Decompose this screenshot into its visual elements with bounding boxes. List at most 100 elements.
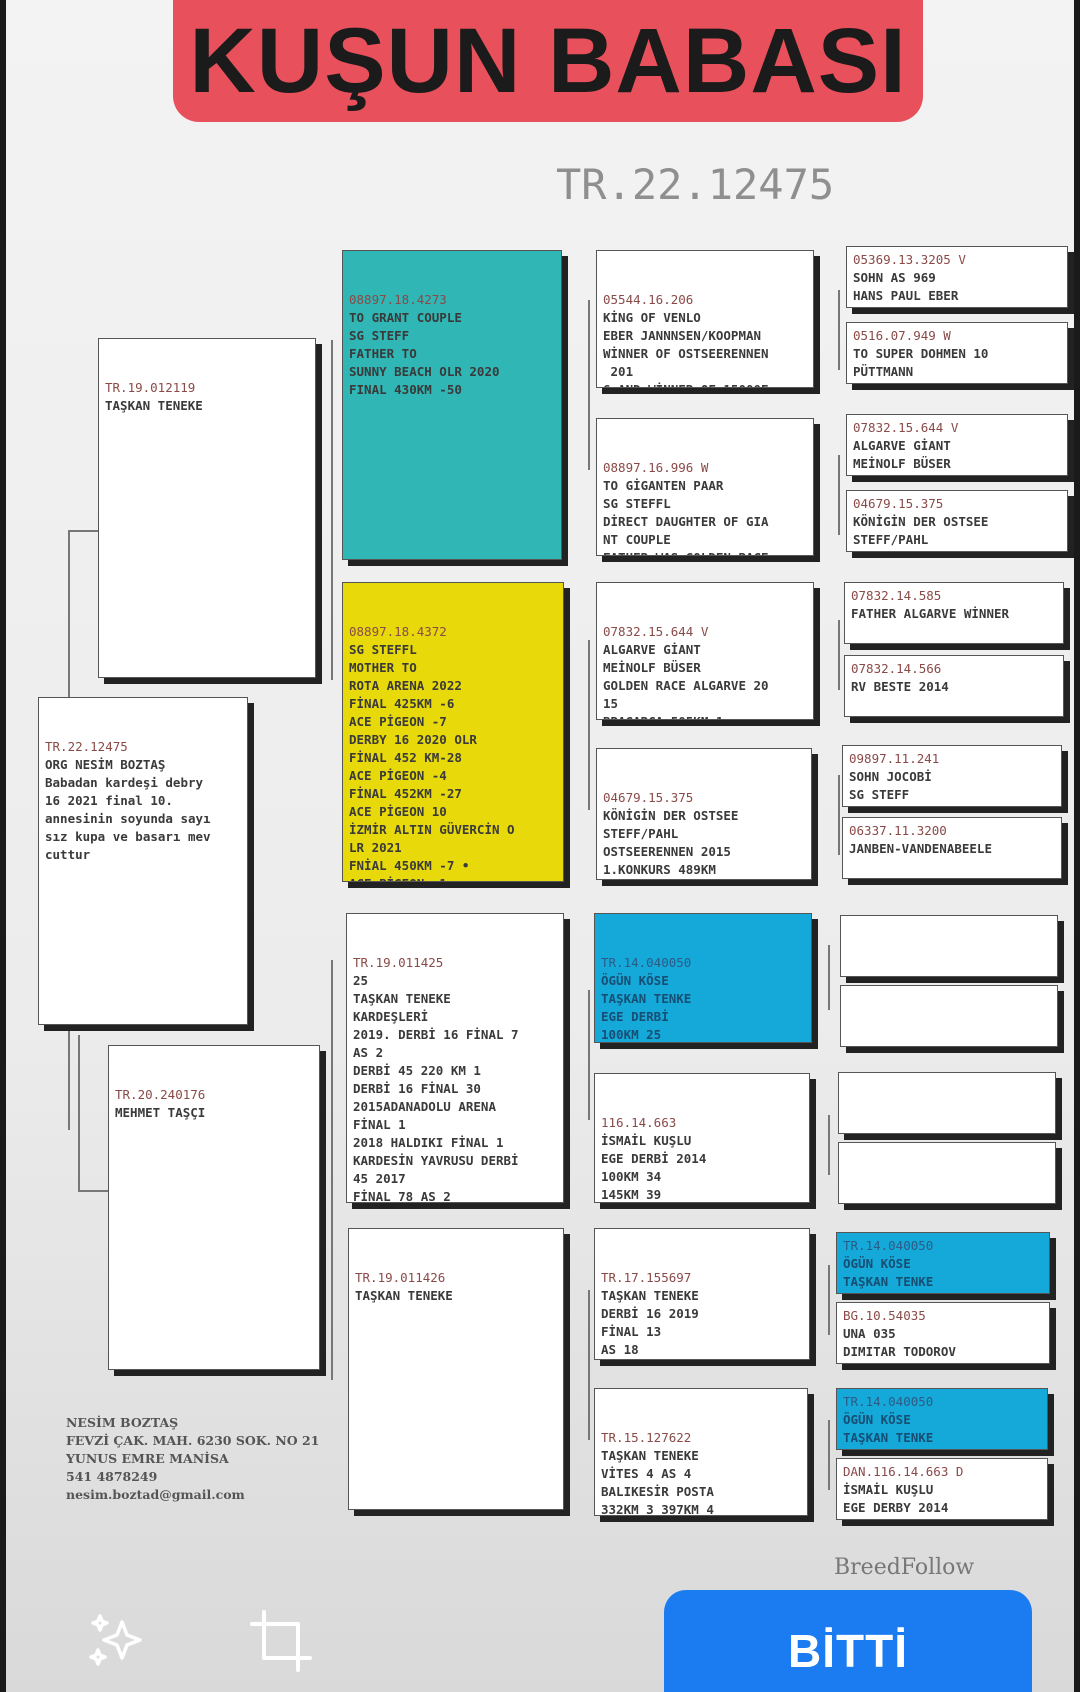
card-notes: TAŞKAN TENEKE <box>355 1288 453 1303</box>
dam-sire-card: TR.19.011425 25 TAŞKAN TENEKE KARDEŞLERİ … <box>346 913 564 1203</box>
gen4-card: 05369.13.3205 V SOHN AS 969 HANS PAUL EBE… <box>846 246 1068 308</box>
connector-line <box>588 300 590 470</box>
gen3-card: 07832.15.644 V ALGARVE GİANT MEİNOLF BÜSE… <box>596 582 814 720</box>
ring-number: TR.15.127622 <box>601 1430 692 1445</box>
sparkles-icon[interactable] <box>86 1608 152 1674</box>
ring-number: 06337.11.3200 <box>849 823 947 838</box>
connector-line <box>828 1115 830 1175</box>
ring-number: 0516.07.949 W <box>853 328 951 343</box>
card-notes: TAŞKAN TENEKE VİTES 4 AS 4 BALIKESİR POS… <box>601 1448 714 1516</box>
card-notes: ÖGÜN KÖSE TAŞKAN TENKE EGE DERBİ 100KM 2… <box>601 973 692 1042</box>
ring-number: 05544.16.206 <box>603 292 694 307</box>
card-notes: JANBEN-VANDENABEELE <box>849 841 992 856</box>
ring-number: BG.10.54035 <box>843 1308 926 1323</box>
connector-line <box>828 1265 830 1335</box>
connector-line <box>838 775 840 855</box>
card-notes: TO GİGANTEN PAAR SG STEFFL DİRECT DAUGHT… <box>603 478 769 555</box>
crop-icon[interactable] <box>248 1608 314 1674</box>
ring-number: TR.22.12475 <box>45 739 128 754</box>
card-notes: KÖNİGİN DER OSTSEE STEFF/PAHL <box>853 514 989 547</box>
card-notes: ALGARVE GİANT MEİNOLF BÜSER <box>853 438 951 471</box>
connector-line <box>78 1035 80 1190</box>
connector-line <box>838 455 840 535</box>
card-notes: ÖGÜN KÖSE TAŞKAN TENKE <box>843 1256 934 1289</box>
gen4-card <box>838 1142 1056 1204</box>
connector-line <box>588 640 590 810</box>
owner-contact: NESİM BOZTAŞ FEVZİ ÇAK. MAH. 6230 SOK. N… <box>66 1415 320 1502</box>
ring-number: TR.19.012119 <box>105 380 196 395</box>
connector-line <box>78 1190 108 1192</box>
card-notes: SOHN JOCOBİ SG STEFF <box>849 769 932 802</box>
connector-line <box>68 530 98 532</box>
ring-number: TR.19.011426 <box>355 1270 446 1285</box>
header-ring-number: TR.22.12475 <box>556 160 835 209</box>
card-notes: İSMAİL KUŞLU EGE DERBY 2014 <box>843 1482 949 1515</box>
banner-title: KUŞUN BABASI <box>189 9 907 112</box>
ring-number: TR.14.040050 <box>843 1238 934 1253</box>
ring-number: TR.20.240176 <box>115 1087 206 1102</box>
card-notes: RV BESTE 2014 <box>851 679 949 694</box>
card-notes: KÖNİGİN DER OSTSEE STEFF/PAHL OSTSEERENN… <box>603 808 739 877</box>
ring-number: TR.19.011425 <box>353 955 444 970</box>
card-notes: SOHN AS 969 HANS PAUL EBER <box>853 270 959 303</box>
ring-number: 08897.18.4273 <box>349 292 447 307</box>
gen4-card <box>840 915 1058 977</box>
dam-notes: MEHMET TAŞÇI <box>115 1105 206 1120</box>
ring-number: 07832.15.644 V <box>603 624 709 639</box>
gen4-card <box>840 985 1058 1047</box>
ring-number: 07832.14.566 <box>851 661 942 676</box>
connector-line <box>331 960 333 1380</box>
card-notes: ALGARVE GİANT MEİNOLF BÜSER GOLDEN RACE … <box>603 642 769 719</box>
ring-number: 08897.16.996 W <box>603 460 709 475</box>
card-notes: UNA 035 DIMITAR TODOROV <box>843 1326 956 1359</box>
connector-line <box>838 620 840 690</box>
gen4-card: DAN.116.14.663 D İSMAİL KUŞLU EGE DERBY 2… <box>836 1458 1048 1520</box>
sire-notes: TAŞKAN TENEKE <box>105 398 203 413</box>
connector-line <box>828 945 830 1010</box>
card-notes: KİNG OF VENLO EBER JANNNSEN/KOOPMAN WİNN… <box>603 310 769 387</box>
gen4-card: 07832.14.566 RV BESTE 2014 <box>844 655 1064 717</box>
ring-number: TR.14.040050 <box>601 955 692 970</box>
connector-line <box>588 990 590 1120</box>
ring-number: TR.17.155697 <box>601 1270 692 1285</box>
card-notes: TO GRANT COUPLE SG STEFF FATHER TO SUNNY… <box>349 310 500 397</box>
brand-logo-text: BreedFollow <box>834 1555 975 1580</box>
done-button[interactable]: BİTTİ <box>664 1590 1032 1692</box>
connector-line <box>828 1420 830 1490</box>
ring-number: TR.14.040050 <box>843 1394 934 1409</box>
ring-number: 04679.15.375 <box>603 790 694 805</box>
ring-number: 04679.15.375 <box>853 496 944 511</box>
card-notes: İSMAİL KUŞLU EGE DERBİ 2014 100KM 34 145… <box>601 1133 707 1202</box>
card-notes: TAŞKAN TENEKE DERBİ 16 2019 FİNAL 13 AS … <box>601 1288 699 1357</box>
card-notes: ÖGÜN KÖSE TAŞKAN TENKE <box>843 1412 934 1445</box>
ring-number: 07832.15.644 V <box>853 420 959 435</box>
gen3-card: 08897.16.996 W TO GİGANTEN PAAR SG STEFFL… <box>596 418 814 556</box>
gen4-card <box>838 1072 1056 1134</box>
ring-number: 05369.13.3205 V <box>853 252 966 267</box>
ring-number: DAN.116.14.663 D <box>843 1464 964 1479</box>
ring-number: 09897.11.241 <box>849 751 940 766</box>
connector-line <box>838 290 840 370</box>
card-notes: FATHER ALGARVE WİNNER <box>851 606 1010 621</box>
title-banner: KUŞUN BABASI <box>173 0 923 122</box>
card-notes: 25 TAŞKAN TENEKE KARDEŞLERİ 2019. DERBİ … <box>353 973 519 1203</box>
